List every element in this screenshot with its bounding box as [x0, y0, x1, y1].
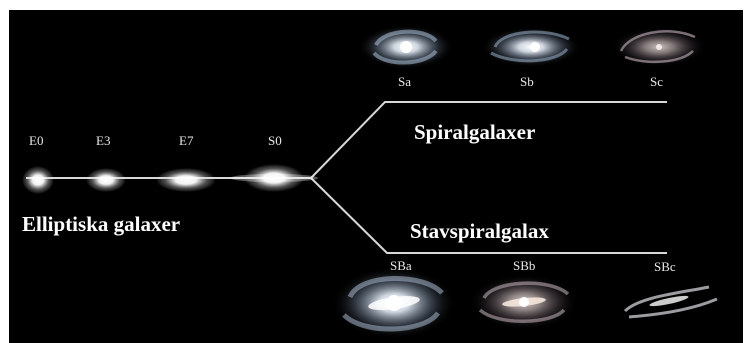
galaxy-e3	[86, 168, 126, 192]
label-s0: S0	[268, 133, 282, 148]
galaxy-e0	[22, 166, 54, 194]
label-sa: Sa	[398, 74, 411, 89]
galaxy-e7	[156, 168, 216, 192]
spiral-group-title: Spiralgalaxer	[414, 120, 536, 144]
label-e3: E3	[96, 133, 111, 148]
spiral-galaxies	[358, 25, 707, 69]
label-e0: E0	[29, 133, 44, 148]
barred-spiral-galaxies	[332, 267, 718, 339]
barred-branch-line	[310, 177, 667, 254]
galaxy-sbc	[623, 285, 718, 319]
galaxy-s0	[244, 164, 304, 192]
label-sbc: SBc	[654, 259, 676, 274]
galaxy-s0-disk	[230, 174, 318, 182]
galaxy-sbb	[469, 274, 579, 330]
spiral-branch-line	[310, 101, 667, 179]
galaxy-sba	[332, 267, 456, 339]
label-sbb: SBb	[513, 258, 536, 273]
galaxy-sc	[611, 27, 707, 67]
galaxy-sa	[358, 25, 454, 69]
galaxy-sb	[481, 27, 581, 67]
elliptical-galaxies	[22, 164, 318, 194]
label-e7: E7	[179, 133, 194, 148]
hubble-tuning-fork-diagram: E0 E3 E7 S0 Sa Sb Sc SBa SBb SBc Ellipti…	[9, 10, 743, 343]
barred-group-title: Stavspiralgalax	[410, 219, 549, 243]
label-sb: Sb	[520, 74, 534, 89]
label-sba: SBa	[390, 258, 412, 273]
elliptical-group-title: Elliptiska galaxer	[22, 212, 181, 236]
label-sc: Sc	[650, 74, 663, 89]
diagram-graphics	[22, 25, 718, 339]
